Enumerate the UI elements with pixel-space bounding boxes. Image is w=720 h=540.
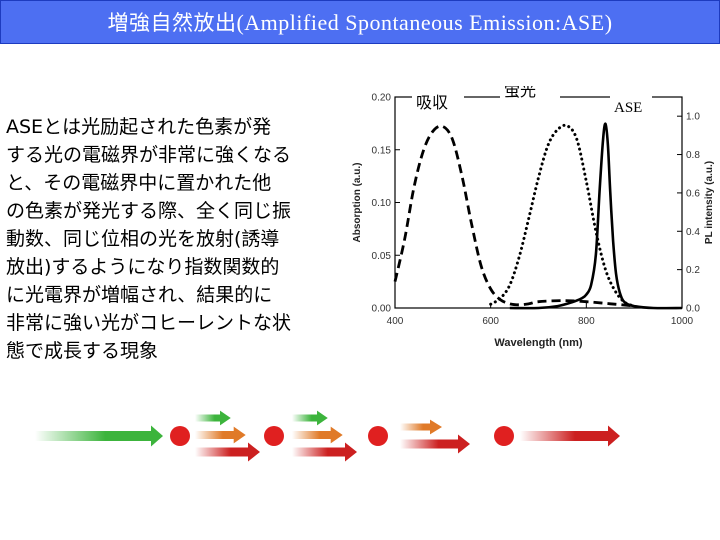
x-tick-label: 1000 (671, 316, 694, 327)
ase-label: ASE (614, 100, 642, 116)
dye-molecule-dot (494, 426, 514, 446)
y-left-tick-label: 0.15 (372, 145, 392, 156)
red-light-arrow (292, 442, 357, 462)
absorption-label: 吸収 (416, 93, 448, 112)
y-left-tick-label: 0.20 (372, 93, 392, 104)
y-right-tick-label: 0.8 (686, 150, 700, 161)
fluorescence-label-bg (500, 86, 560, 102)
y-left-tick-label: 0.05 (372, 251, 392, 262)
page-title: 増強自然放出(Amplified Spontaneous Emission:AS… (107, 7, 612, 37)
red-light-arrow (400, 434, 470, 454)
spectrum-chart: 400 600 800 1000 0.00 0.05 0.10 0.15 0.20 0.0 0.2 0… (352, 86, 715, 349)
dye-molecule-dot (368, 426, 388, 446)
y-right-tick-label: 0.4 (686, 227, 700, 238)
orange-light-arrow (400, 419, 442, 435)
description-line: 動数、同じ位相の光を放射(誘導 (6, 228, 280, 250)
absorption-label-bg (412, 91, 464, 114)
description-line: ASEとは光励起された色素が発 (6, 116, 272, 138)
x-axis-label: Wavelength (nm) (494, 337, 583, 349)
y-right-tick-label: 0.6 (686, 188, 700, 199)
y-right-tick-label: 1.0 (686, 112, 700, 123)
y-left-axis-label: Absorption (a.u.) (352, 163, 363, 243)
green-light-arrow (292, 410, 328, 426)
ase-curve (509, 122, 683, 310)
y-right-axis-label: PL intensity (a.u.) (704, 161, 715, 244)
description-line: と、その電磁界中に置かれた他 (6, 172, 272, 194)
title-japanese: 増強自然放出 (107, 11, 237, 35)
red-light-arrow (520, 425, 620, 447)
absorption-curve (393, 124, 635, 308)
y-right-tick-label: 0.0 (686, 304, 700, 315)
title-bar: 増強自然放出(Amplified Spontaneous Emission:AS… (0, 0, 720, 44)
fluorescence-label: 蛍光 (504, 86, 536, 100)
description-text: ASEとは光励起された色素が発 する光の電磁界が非常に強くなる と、その電磁界中… (6, 113, 351, 365)
description-line: する光の電磁界が非常に強くなる (6, 144, 292, 166)
red-light-arrow (195, 442, 260, 462)
description-line: の色素が発光する際、全く同じ振 (6, 200, 292, 222)
description-line: 非常に強い光がコヒーレントな状 (6, 312, 292, 334)
green-light-arrow (195, 410, 231, 426)
description-line: 態で成長する現象 (6, 340, 159, 362)
orange-light-arrow (195, 426, 246, 444)
plot-frame (394, 96, 683, 309)
y-left-tick-label: 0.00 (372, 304, 392, 315)
green-light-arrow (35, 425, 163, 447)
dye-molecule-dot (170, 426, 190, 446)
dye-molecule-dot (264, 426, 284, 446)
description-line: 放出)するようになり指数関数的 (6, 256, 280, 278)
ase-amplification-diagram (35, 410, 620, 462)
ase-label-bg (610, 95, 652, 118)
title-english: (Amplified Spontaneous Emission:ASE) (236, 10, 613, 35)
x-tick-label: 600 (482, 316, 499, 327)
description-line: に光電界が増幅され、結果的に (6, 284, 273, 306)
y-left-tick-label: 0.10 (372, 198, 392, 209)
orange-light-arrow (292, 426, 343, 444)
x-tick-label: 400 (387, 316, 404, 327)
fluorescence-curve (489, 123, 636, 308)
y-right-tick-label: 0.2 (686, 265, 700, 276)
x-tick-label: 800 (578, 316, 595, 327)
